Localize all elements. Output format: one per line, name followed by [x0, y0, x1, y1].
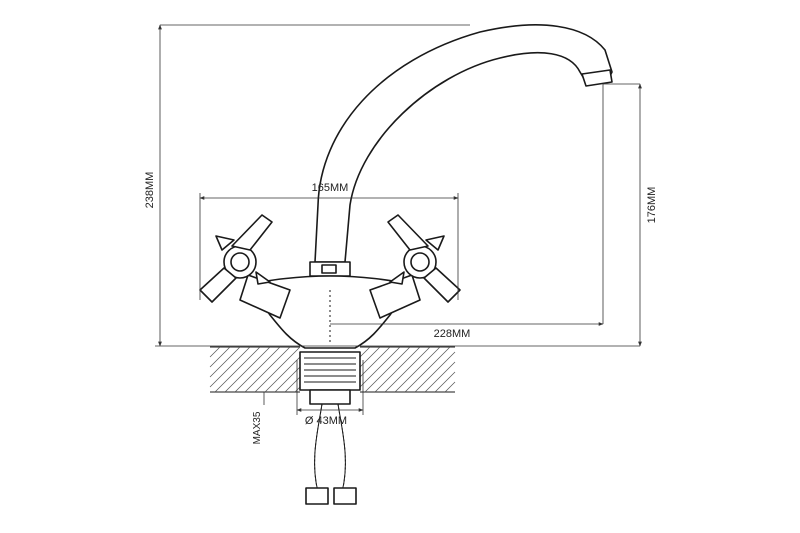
- total-height-label: 238MM: [144, 172, 156, 209]
- hatch-line: [274, 366, 301, 393]
- hatch-line: [359, 346, 371, 358]
- hatch-line: [364, 346, 411, 393]
- spout-aerator: [581, 69, 613, 87]
- left-handle: [199, 214, 291, 319]
- hatch-line: [209, 346, 221, 358]
- hatch-line: [374, 346, 421, 393]
- hatch-line: [394, 346, 441, 393]
- hatch-line: [404, 346, 451, 393]
- hatch-line: [359, 346, 401, 388]
- hatch-line: [444, 381, 456, 393]
- hatch-line: [384, 346, 431, 393]
- hatch-line: [209, 346, 251, 388]
- hatch-line: [434, 371, 456, 393]
- right-handle: [369, 214, 461, 319]
- hatch-line: [224, 346, 271, 393]
- hatch-line: [359, 346, 391, 378]
- hatch-line: [284, 376, 301, 393]
- hatch-line: [414, 351, 456, 393]
- dimension-238: [155, 24, 640, 347]
- hatch-line: [424, 361, 456, 393]
- handle-span-label: 165MM: [312, 182, 349, 194]
- spout-reach-label: 228MM: [434, 328, 471, 340]
- spout-height-label: 176MM: [646, 187, 658, 224]
- hatch-line: [254, 346, 301, 393]
- dimension-228: [330, 84, 604, 326]
- spout-collar-notch: [321, 264, 337, 274]
- dimension-43: [296, 360, 364, 415]
- hatch-line: [209, 346, 241, 378]
- spout: [314, 24, 613, 263]
- mount-nut: [299, 351, 361, 405]
- dimension-165: [199, 193, 459, 300]
- hatch-line: [294, 386, 301, 393]
- hatch-line: [214, 346, 261, 393]
- hatch-line: [209, 346, 231, 368]
- hatch-line: [234, 346, 281, 393]
- max-thickness-label: MAX35: [252, 411, 263, 444]
- hatch-line: [244, 346, 291, 393]
- countertop-section: [209, 346, 456, 393]
- mount-diameter-label: Ø 43MM: [305, 415, 347, 427]
- dimension-176: [603, 83, 642, 347]
- hatch-line: [264, 356, 301, 393]
